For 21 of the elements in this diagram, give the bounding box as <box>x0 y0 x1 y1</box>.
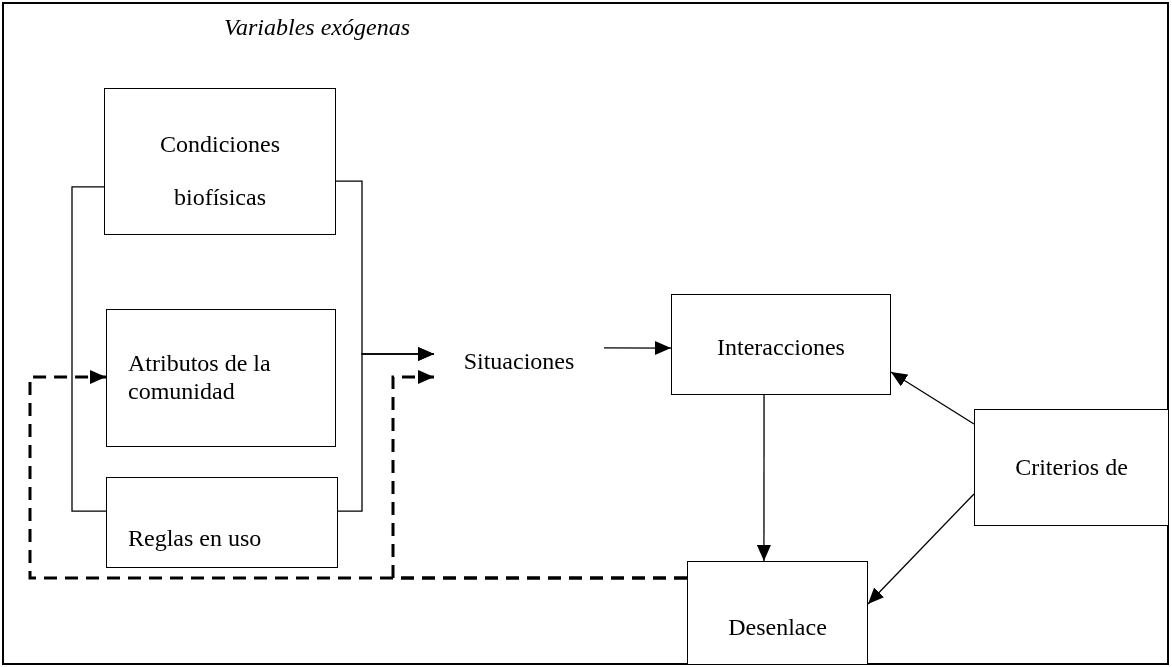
process-box <box>106 477 338 568</box>
arrow <box>337 347 435 512</box>
dashed-arrow <box>391 369 687 580</box>
box-label: Atributos de la comunidad <box>128 350 272 406</box>
process-box <box>687 561 868 665</box>
process-box <box>974 409 1169 526</box>
arrow <box>867 493 975 605</box>
process-box <box>106 309 336 447</box>
bracket-line <box>71 186 107 512</box>
box-label: Condiciones biofísicas <box>159 129 281 212</box>
box-label: Reglas en uso <box>128 525 262 553</box>
process-box <box>104 88 336 235</box>
box-label: Criterios de <box>1015 453 1128 482</box>
arrow <box>890 371 975 425</box>
diagram-title: Variables exógenas <box>224 14 410 41</box>
node-label: Situaciones <box>463 348 575 376</box>
box-label: Desenlace <box>728 614 827 642</box>
process-box <box>671 294 891 395</box>
arrow <box>603 341 672 355</box>
box-label: Interacciones <box>717 333 845 362</box>
arrow <box>756 394 771 562</box>
